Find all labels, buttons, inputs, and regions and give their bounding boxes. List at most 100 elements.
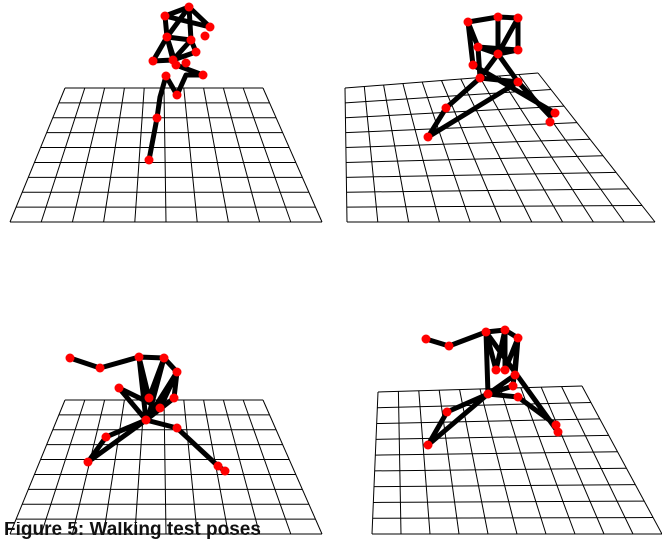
grid-line-vertical [262, 87, 323, 223]
grid-line-vertical [9, 399, 66, 535]
joint-marker [101, 432, 111, 442]
joint-marker [463, 17, 473, 27]
skeleton-bones [425, 14, 558, 140]
joint-marker [513, 333, 523, 343]
panel-bottom-right [371, 325, 662, 535]
joint-marker [114, 383, 124, 393]
floor-grid [344, 72, 656, 223]
skeleton-joints [144, 2, 215, 165]
skeleton-bones [146, 4, 213, 163]
joint-marker [161, 71, 171, 81]
joint-marker [513, 13, 523, 23]
grid-line-vertical [103, 399, 125, 535]
grid-line-vertical [498, 75, 594, 223]
skeleton-bones [423, 327, 561, 448]
skeleton-joints [65, 352, 230, 476]
joint-marker [95, 363, 105, 373]
joint-marker [550, 108, 560, 118]
grid-line-vertical [363, 86, 379, 223]
grid-line-vertical [344, 87, 348, 223]
joint-marker [493, 49, 503, 59]
grid-line-vertical [561, 386, 634, 535]
joint-marker [198, 70, 208, 80]
joint-marker [220, 466, 230, 476]
joint-marker [181, 58, 191, 68]
skeleton-joints [423, 12, 560, 142]
joint-marker [475, 73, 485, 83]
joint-marker [508, 381, 518, 391]
bone-chain [67, 354, 228, 474]
grid-line-vertical [418, 390, 431, 535]
joint-marker [545, 117, 555, 127]
joint-marker [444, 341, 454, 351]
grid-line-vertical [262, 399, 323, 535]
joint-marker [172, 423, 182, 433]
grid-line-vertical [581, 385, 662, 535]
joint-marker [134, 352, 144, 362]
grid-line-vertical [520, 387, 576, 535]
grid-line-vertical [134, 87, 145, 223]
grid-line-vertical [222, 87, 261, 223]
joint-marker [513, 77, 523, 87]
joint-marker [468, 60, 478, 70]
joint-marker [510, 370, 520, 380]
grid-line-vertical [402, 83, 440, 223]
joint-marker [473, 42, 483, 52]
joint-marker [213, 461, 223, 471]
floor-grid [9, 87, 323, 223]
grid-line-vertical [499, 388, 547, 535]
joint-marker [205, 22, 215, 32]
bone-chain [423, 327, 561, 448]
grid-line-vertical [71, 399, 106, 535]
bone-chain [146, 4, 213, 163]
grid-line-vertical [40, 87, 86, 223]
joint-marker [191, 47, 201, 57]
grid-line-vertical [540, 387, 605, 535]
joint-marker [155, 403, 165, 413]
panel-top-right [344, 12, 656, 223]
joint-marker [144, 155, 154, 165]
joint-marker [184, 2, 194, 12]
grid-line-vertical [183, 399, 198, 535]
joint-marker [441, 103, 451, 113]
grid-line-vertical [71, 87, 106, 223]
joint-marker [423, 440, 433, 450]
figure-caption: Figure 5: Walking test poses [4, 519, 261, 540]
grid-line-vertical [421, 81, 471, 223]
grid-line-vertical [163, 399, 167, 535]
grid-line-vertical [40, 399, 86, 535]
joint-marker [551, 420, 561, 430]
joint-marker [172, 90, 182, 100]
joint-marker [493, 12, 503, 22]
joint-marker [186, 35, 196, 45]
joint-marker [144, 393, 154, 403]
panel-top-left [9, 2, 323, 223]
panel-bottom-left [9, 352, 323, 535]
joint-marker [491, 365, 501, 375]
joint-marker [159, 353, 169, 363]
skeleton-joints [421, 325, 563, 450]
joint-marker [169, 393, 179, 403]
joint-marker [481, 327, 491, 337]
grid-line-vertical [242, 399, 292, 535]
joint-marker [483, 389, 493, 399]
joint-marker [162, 32, 172, 42]
joint-marker [172, 367, 182, 377]
grid-line-vertical [438, 390, 460, 535]
grid-line-vertical [163, 87, 167, 223]
joint-marker [442, 407, 452, 417]
grid-line-vertical [371, 391, 379, 535]
grid-line-vertical [479, 388, 518, 535]
joint-marker [513, 392, 523, 402]
skeleton-bones [67, 354, 228, 474]
joint-marker [83, 457, 93, 467]
joint-marker [160, 11, 170, 21]
joint-marker [500, 365, 510, 375]
grid-line-vertical [537, 72, 656, 223]
grid-line-vertical [242, 87, 292, 223]
joint-marker [513, 45, 523, 55]
joint-marker [423, 132, 433, 142]
grid-line-vertical [222, 399, 261, 535]
joint-marker [553, 427, 563, 437]
